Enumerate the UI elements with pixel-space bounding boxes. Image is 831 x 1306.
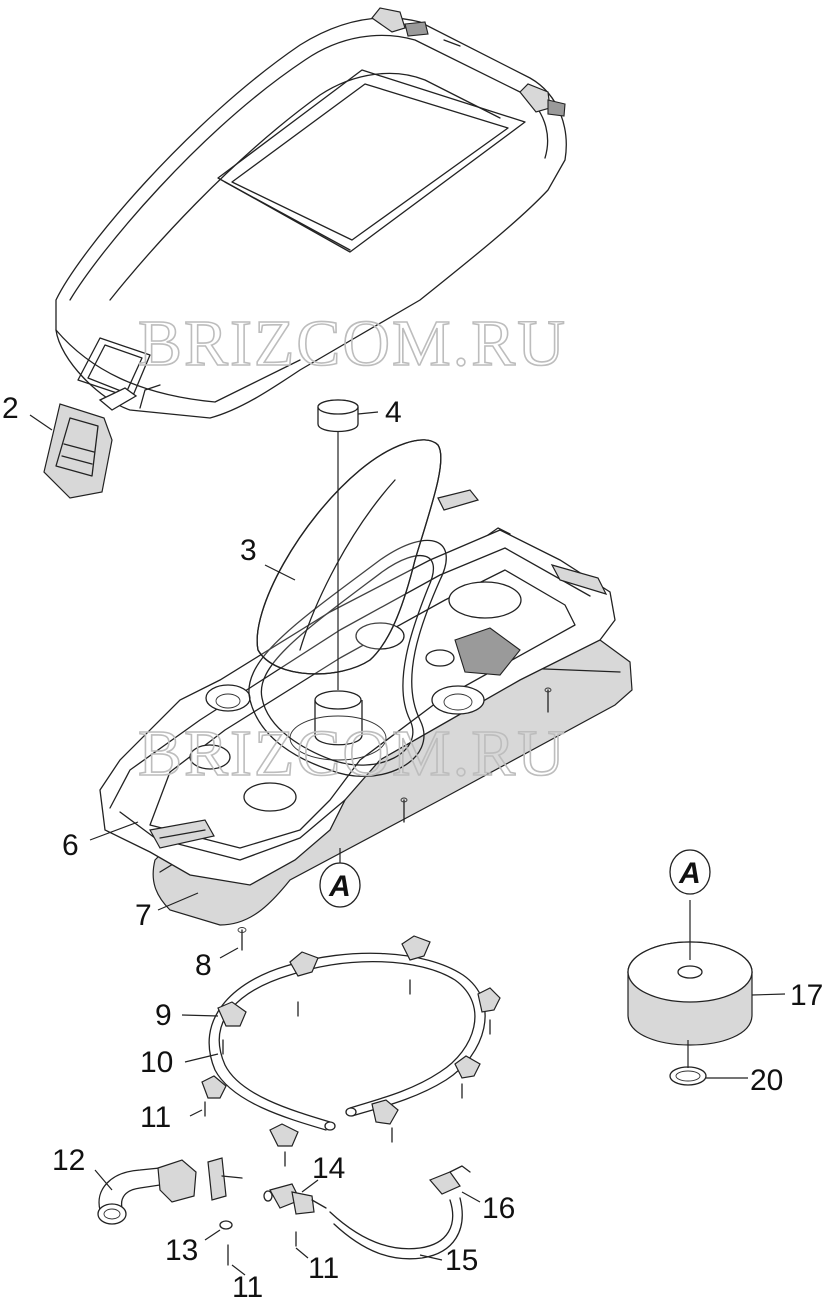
leader-11b	[295, 1247, 309, 1259]
watermark-middle: BRIZCOM.RU	[138, 717, 567, 790]
leader-3	[264, 564, 296, 581]
part-9-clips	[201, 935, 501, 1147]
part-13-washer	[219, 1220, 233, 1230]
ref-A-filter: A	[669, 849, 711, 895]
leader-10	[184, 1053, 219, 1063]
part-4-cap	[317, 399, 359, 433]
watermark-top: BRIZCOM.RU	[138, 307, 567, 380]
leader-2	[29, 414, 53, 431]
part-10-hose-ring	[208, 952, 486, 1131]
callout-11-elbow: 11	[232, 1271, 263, 1304]
callout-17: 17	[790, 979, 823, 1012]
part-16-tee	[428, 1165, 471, 1195]
part-11-screws-ring	[204, 979, 491, 1167]
callout-6: 6	[62, 829, 79, 862]
callout-4: 4	[385, 396, 402, 429]
leader-7	[157, 892, 199, 911]
callout-15: 15	[445, 1244, 478, 1277]
callout-10: 10	[140, 1046, 173, 1079]
callout-3: 3	[240, 534, 257, 567]
ref-A-filter-label: A	[678, 857, 701, 890]
leader-15	[419, 1254, 443, 1261]
part-3-funnel	[256, 439, 442, 675]
ref-A-plate-label: A	[328, 870, 351, 903]
part-15-hose	[329, 1197, 463, 1260]
leader-12	[94, 1169, 113, 1191]
part-8-screw	[237, 927, 247, 951]
leader-4	[357, 411, 379, 415]
part-6-base-tray	[99, 489, 616, 886]
leader-17	[751, 993, 786, 996]
leader-14	[301, 1179, 319, 1193]
callout-11-valve: 11	[308, 1252, 339, 1285]
leader-11c	[231, 1264, 246, 1276]
callout-8: 8	[195, 949, 212, 982]
callout-2: 2	[2, 392, 19, 425]
leader-13	[204, 1229, 221, 1241]
callout-20: 20	[750, 1064, 783, 1097]
leader-6	[89, 821, 139, 841]
leader-16	[461, 1191, 481, 1203]
callout-12: 12	[52, 1144, 85, 1177]
part-12-elbow	[97, 1157, 243, 1225]
ref-A-plate: A	[319, 862, 361, 908]
leader-11a	[189, 1109, 203, 1117]
part-2-button	[43, 387, 138, 499]
callout-9: 9	[155, 999, 172, 1032]
part-20-ring	[669, 1066, 707, 1086]
callout-14: 14	[312, 1152, 345, 1185]
callout-11-ring: 11	[140, 1101, 171, 1134]
callout-13: 13	[165, 1234, 198, 1267]
callout-7: 7	[135, 899, 152, 932]
leader-9	[181, 1014, 219, 1017]
part-17-filter	[627, 941, 753, 1046]
callout-16: 16	[482, 1192, 515, 1225]
leader-8	[219, 947, 239, 959]
part-14-valve	[263, 1183, 327, 1215]
top-cover	[55, 7, 567, 419]
